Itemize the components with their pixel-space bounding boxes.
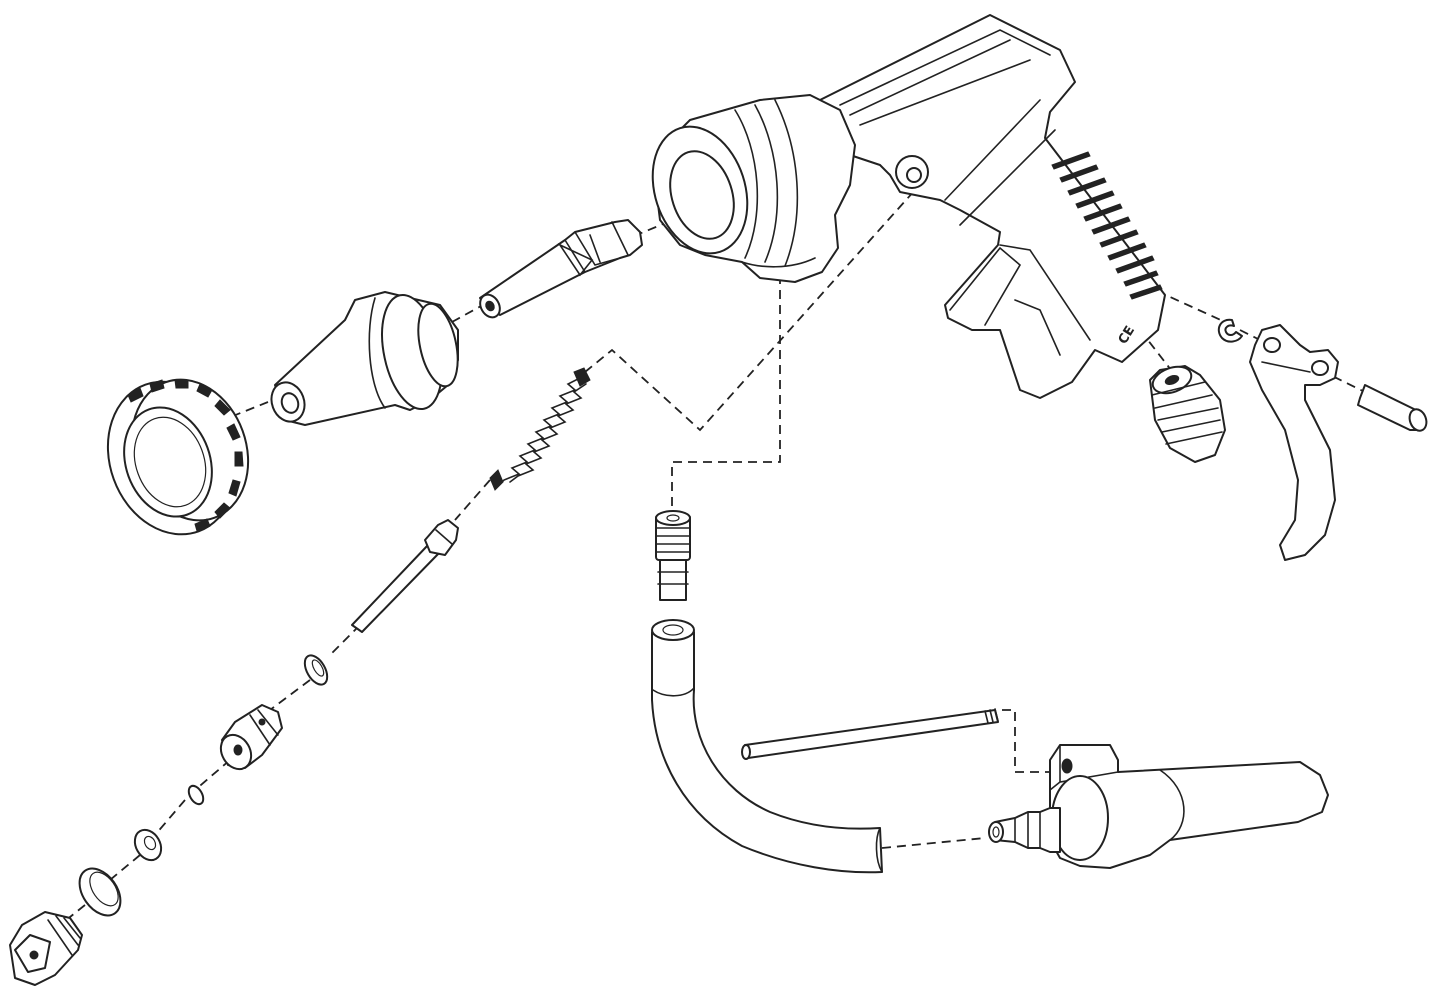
needle [351,519,459,633]
retaining-nut [106,378,250,536]
leader-spring-to-pivot [584,189,916,432]
o-ring-1 [303,654,329,686]
air-valve-fitting [1149,365,1226,463]
needle-axis-small-parts [9,654,329,986]
gun-grip [819,14,1166,399]
leader-nozzle-axis [217,189,741,423]
nozzle-tip [479,219,643,319]
needle-spring [489,367,591,491]
leader-inlet-fitting [671,275,781,516]
barrel-front-opening [669,150,735,240]
hose [651,619,883,874]
gun-body: CE [651,14,1166,399]
dip-tube [741,708,999,760]
trigger [1249,324,1339,561]
o-ring-2 [187,784,205,806]
grip-ribs [1051,151,1163,300]
siphon-container [988,744,1329,869]
pivot-pin [1357,384,1428,432]
pivot-hole [906,167,922,183]
leader-needle-axis [59,479,491,926]
nut-knurling [127,379,244,532]
washer [133,828,163,862]
o-ring-3 [78,867,122,917]
e-clip [1217,318,1243,343]
leader-hose-to-bottle [881,709,1058,849]
air-cap [270,291,459,426]
inlet-fitting [655,510,691,601]
